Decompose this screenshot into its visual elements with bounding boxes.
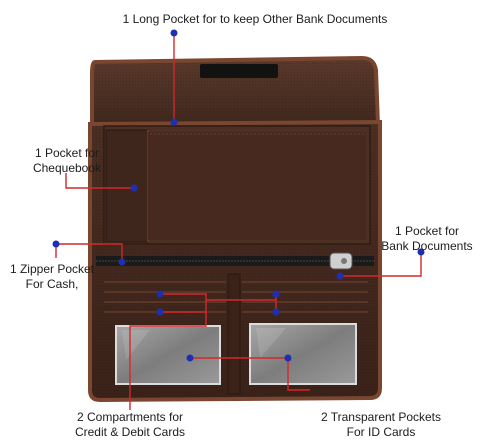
callout-chequebook: 1 Pocket for Chequebook [12, 146, 122, 176]
dot-long-pocket [170, 118, 178, 126]
dot-zipper-label [52, 240, 60, 248]
callout-zipper-line1: 1 Zipper Pocket [9, 262, 95, 276]
chequebook-pocket [105, 129, 149, 243]
dot-card-1 [156, 290, 164, 298]
callout-long-pocket-line1: 1 Long Pocket for to keep Other Bank Doc… [122, 12, 388, 26]
callout-id-cards: 2 Transparent Pockets For ID Cards [306, 410, 456, 440]
callout-chequebook-line2: Chequebook [32, 161, 102, 175]
callout-zipper: 1 Zipper Pocket For Cash, [2, 262, 102, 292]
bank-docs-pocket [148, 132, 366, 240]
dot-chequebook [130, 184, 138, 192]
callout-cards-line2: Credit & Debit Cards [74, 425, 186, 439]
dot-card-4 [272, 308, 280, 316]
callout-chequebook-line1: 1 Pocket for [34, 146, 100, 160]
callout-id-cards-line2: For ID Cards [346, 425, 416, 439]
dot-card-3 [272, 290, 280, 298]
callout-cards-line1: 2 Compartments for [76, 410, 184, 424]
id-window-left [115, 325, 221, 385]
id-window-right [249, 323, 357, 385]
callout-bank-docs: 1 Pocket for Bank Documents [372, 224, 482, 254]
dot-id-2 [284, 354, 292, 362]
velcro-strip [200, 64, 278, 78]
callout-dots [52, 29, 425, 362]
callout-cards: 2 Compartments for Credit & Debit Cards [60, 410, 200, 440]
dot-bank-docs [336, 272, 344, 280]
dot-id-1 [186, 354, 194, 362]
wallet [88, 55, 382, 403]
callout-zipper-line2: For Cash, [25, 277, 79, 291]
callout-long-pocket: 1 Long Pocket for to keep Other Bank Doc… [105, 12, 405, 27]
callout-bank-docs-line1: 1 Pocket for [394, 224, 460, 238]
dot-card-2 [156, 308, 164, 316]
dot-long-pocket-top [170, 29, 178, 37]
callout-bank-docs-line2: Bank Documents [381, 239, 473, 253]
dot-zipper [118, 258, 126, 266]
callout-lines [55, 33, 422, 410]
dot-bank-docs-top [417, 248, 425, 256]
callout-id-cards-line1: 2 Transparent Pockets [320, 410, 442, 424]
